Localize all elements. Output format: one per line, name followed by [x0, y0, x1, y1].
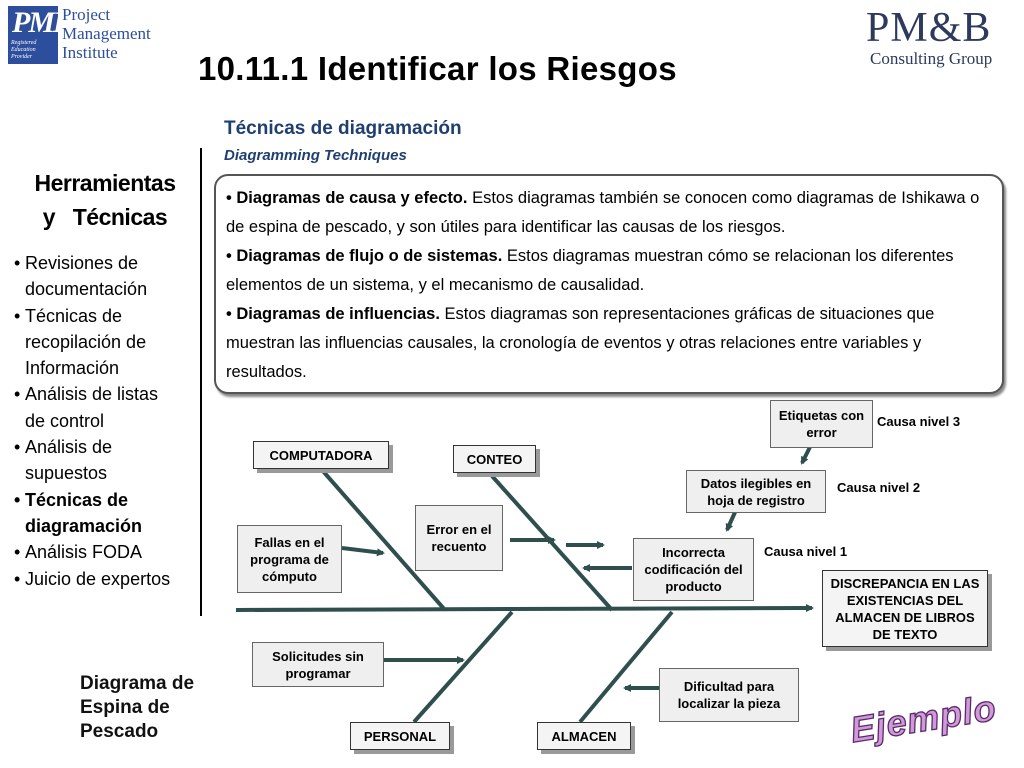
category-almacen: ALMACEN — [537, 722, 631, 750]
sidebar-tool-line: Información — [25, 358, 120, 379]
sidebar-tool-list: Revisiones de documentaciónTécnicas de rec… — [14, 250, 199, 592]
sidebar-heading: Herramientas y Técnicas — [20, 166, 190, 234]
sidebar-tool-line: supuestos — [25, 463, 108, 484]
sidebar-tool-item: Análisis FODA — [14, 539, 199, 566]
bone-computadora — [320, 468, 447, 612]
pmi-sub-line: Education — [11, 47, 36, 53]
sidebar-tool-item: Análisis de listas de control — [14, 381, 199, 434]
sidebar-divider — [200, 148, 202, 616]
bone-almacen — [578, 610, 674, 724]
sidebar-tool-line: recopilación de — [25, 331, 147, 352]
description-term: • Diagramas de causa y efecto. — [226, 189, 468, 207]
pmi-text-line: Management — [62, 24, 151, 43]
level-label-2: Causa nivel 2 — [837, 480, 921, 495]
sidebar-tool-line: Técnicas de — [25, 305, 123, 326]
bone-personal — [412, 610, 514, 724]
description-paragraph: • Diagramas de influencias. Estos diagra… — [226, 300, 996, 387]
description-text: Estos diagramas son representaciones grá… — [226, 305, 935, 381]
sidebar-tool-line: Análisis de listas — [25, 384, 159, 405]
pmi-text-line: Institute — [62, 43, 118, 62]
cause-fallas: Fallas en el programa de cómputo — [237, 525, 342, 593]
sidebar-tool-item: Revisiones de documentación — [14, 250, 199, 303]
pmi-logo-mark: PMI Registered Education Provider — [8, 6, 65, 64]
page-title: 10.11.1 Identificar los Riesgos — [198, 50, 677, 87]
pmb-logo-tagline: Consulting Group — [870, 49, 993, 68]
pmi-sub-line: Provider — [11, 54, 33, 60]
category-personal: PERSONAL — [350, 722, 450, 750]
sidebar-tool-line: de control — [25, 410, 105, 431]
pmi-logo-text: Project Management Institute — [62, 5, 151, 62]
description-text: Estos diagramas muestran cómo se relacio… — [226, 247, 954, 294]
pmi-logo-letters: PMI — [12, 6, 65, 39]
sidebar-tool-line: Técnicas de — [25, 489, 129, 510]
sidebar-tool-item: Análisis de supuestos — [14, 434, 199, 487]
section-subtitle: Técnicas de diagramación — [224, 118, 462, 139]
pmi-sub-line: Registered — [11, 40, 37, 46]
cause-incorrecta: Incorrecta codificación del producto — [633, 538, 754, 601]
description-box: • Diagramas de causa y efecto. Estos dia… — [214, 174, 1004, 394]
fishbone-spine — [235, 604, 814, 613]
sidebar-tool-line: diagramación — [25, 515, 143, 536]
description-text: Estos diagramas también se conocen como … — [226, 189, 980, 236]
diagram-caption: Diagrama de Espina de Pescado — [80, 672, 194, 744]
arrow-etiquetas — [800, 446, 812, 465]
description-term: • Diagramas de influencias. — [226, 305, 440, 323]
description-term: • Diagramas de flujo o de sistemas. — [226, 247, 503, 265]
cause-solicitudes: Solicitudes sin programar — [252, 642, 384, 687]
pmi-text-line: Project — [62, 5, 111, 24]
pmi-logo-subtext: Registered Education Provider — [11, 40, 36, 61]
caption-line: Espina de — [80, 697, 170, 718]
cause-etiquetas: Etiquetas con error — [770, 400, 873, 448]
caption-line: Pescado — [80, 721, 159, 742]
arrow-datos — [725, 509, 738, 532]
sidebar-tool-item: Juicio de expertos — [14, 566, 199, 593]
effect-box: DISCREPANCIA EN LAS EXISTENCIAS DEL ALMA… — [822, 570, 988, 647]
description-paragraph: • Diagramas de flujo o de sistemas. Esto… — [226, 242, 996, 300]
description-paragraph: • Diagramas de causa y efecto. Estos dia… — [226, 184, 996, 242]
section-subtitle-english: Diagramming Techniques — [224, 147, 407, 164]
sidebar-heading-line: y Técnicas — [42, 204, 168, 230]
level-label-1: Causa nivel 1 — [764, 544, 848, 559]
pmb-logo-name: PM&B — [866, 5, 992, 51]
level-label-3: Causa nivel 3 — [877, 414, 961, 429]
sidebar-tool-item: Técnicas de diagramación — [14, 487, 199, 540]
pmb-logo: PM&B Consulting Group — [866, 6, 992, 68]
cause-error: Error en el recuento — [415, 505, 503, 571]
caption-line: Diagrama de — [80, 673, 195, 694]
category-conteo: CONTEO — [453, 445, 536, 473]
sidebar-tool-line: Juicio de expertos — [25, 568, 171, 589]
sidebar-tool-item: Técnicas de recopilación de Información — [14, 303, 199, 382]
cause-dificultad: Dificultad para localizar la pieza — [659, 668, 799, 722]
sidebar-tool-line: documentación — [25, 279, 148, 300]
sidebar-tool-line: Análisis FODA — [25, 542, 143, 563]
cause-datos: Datos ilegibles en hoja de registro — [686, 470, 826, 513]
arrow-fallas — [341, 546, 385, 557]
category-computadora: COMPUTADORA — [253, 441, 389, 469]
sidebar-tool-line: Análisis de — [25, 437, 113, 458]
sidebar-heading-line: Herramientas — [34, 170, 176, 196]
sidebar-tool-line: Revisiones de — [25, 253, 139, 273]
